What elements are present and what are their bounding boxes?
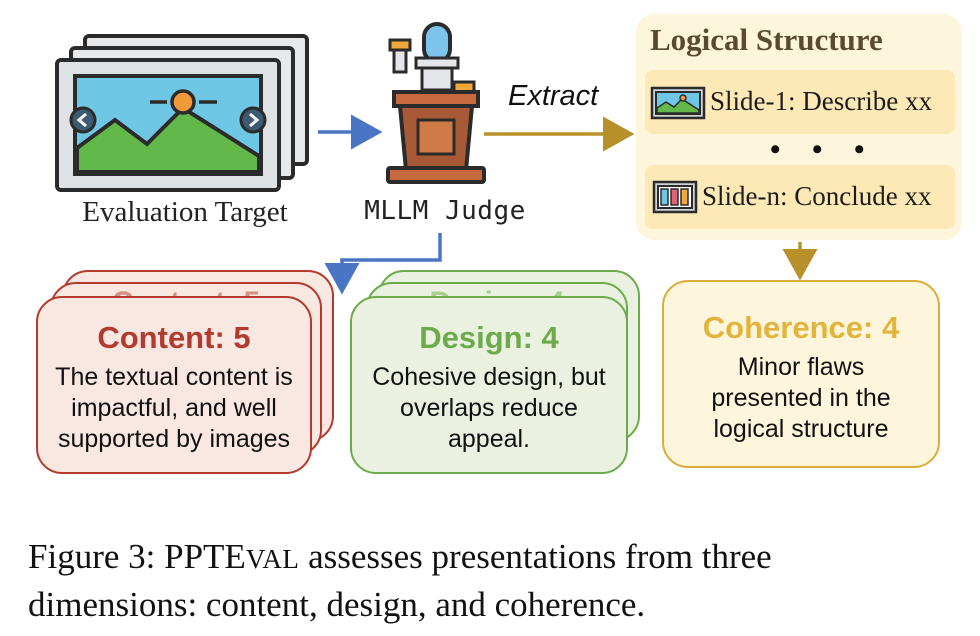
coherence-description: Minor flaws presented in the logical str… [711, 353, 891, 443]
ellipsis: • • • [770, 133, 877, 166]
figure-caption: Figure 3: PPTEVAL assesses presentations… [28, 534, 968, 628]
caption-line-1: Figure 3: PPTEVAL assesses presentations… [28, 537, 772, 576]
evaluation-target-label: Evaluation Target [82, 196, 288, 228]
slide-stack-icon [55, 34, 309, 192]
caption-line-2: dimensions: content, design, and coheren… [28, 585, 646, 624]
chart-slide-icon [652, 180, 698, 214]
coherence-score: Coherence: 4 [702, 310, 900, 345]
judge-to-cards-arrow [324, 233, 442, 295]
design-description: Cohesive design, but overlaps reduce app… [372, 363, 606, 453]
judge-label: MLLM Judge [364, 196, 526, 226]
coherence-card: Coherence: 4 Minor flaws presented in th… [662, 280, 940, 468]
content-score: Content: 5 [97, 320, 251, 355]
content-card: Content: 5 The textual content is impact… [36, 296, 312, 474]
judge-podium-icon [386, 22, 486, 184]
slide-n-label: Slide-n: Conclude xx [702, 181, 932, 211]
slide-1-label: Slide-1: Describe xx [710, 86, 932, 116]
picture-slide-icon [650, 86, 706, 120]
logical-structure-title: Logical Structure [650, 22, 883, 57]
extract-label: Extract [508, 80, 599, 112]
design-score: Design: 4 [419, 320, 559, 355]
design-card: Design: 4 Cohesive design, but overlaps … [350, 296, 628, 474]
content-description: The textual content is impactful, and we… [55, 363, 293, 453]
